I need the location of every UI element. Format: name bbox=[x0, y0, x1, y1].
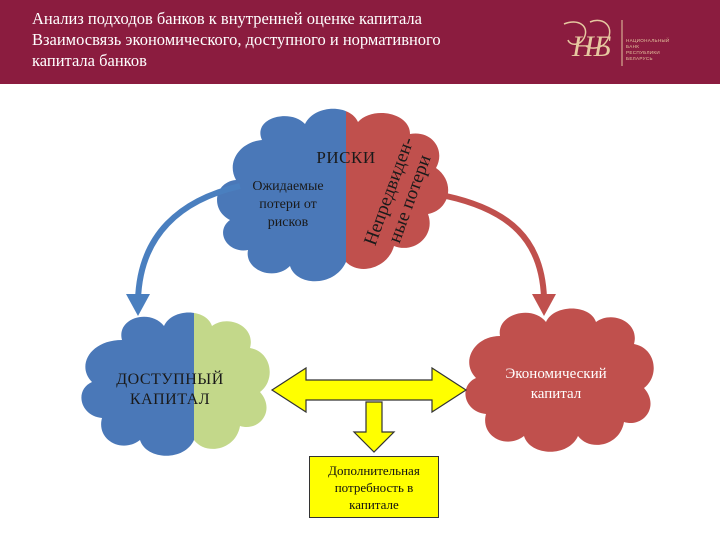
header-banner: Анализ подходов банков к внутренней оцен… bbox=[0, 0, 720, 84]
red-arrow-head bbox=[532, 294, 556, 316]
logo-caption: НАЦИОНАЛЬНЫЙ БАНК РЕСПУБЛИКИ БЕЛАРУСЬ bbox=[626, 38, 670, 61]
available-capital-label: ДОСТУПНЫЙ КАПИТАЛ bbox=[116, 371, 224, 408]
economic-capital-label: Экономический капитал bbox=[505, 366, 607, 402]
national-bank-logo: НБ bbox=[563, 19, 623, 66]
red-curved-arrow bbox=[445, 193, 547, 299]
svg-text:НБ: НБ bbox=[571, 30, 612, 63]
title-line-1: Анализ подходов банков к внутренней оцен… bbox=[32, 9, 422, 28]
risks-title: РИСКИ bbox=[316, 148, 376, 167]
yellow-down-arrow bbox=[352, 401, 396, 453]
blue-arrow-head bbox=[126, 294, 150, 316]
yellow-double-arrow bbox=[270, 366, 468, 414]
economic-capital-cloud bbox=[465, 308, 654, 452]
slide-title: Анализ подходов банков к внутренней оцен… bbox=[32, 8, 552, 71]
title-line-3: капитала банков bbox=[32, 51, 147, 70]
title-line-2: Взаимосвязь экономического, доступного и… bbox=[32, 30, 441, 49]
additional-capital-need-box: Дополнительная потребность в капитале bbox=[309, 456, 439, 518]
blue-curved-arrow bbox=[135, 183, 241, 301]
expected-losses-label: Ожидаемые потери от рисков bbox=[252, 179, 324, 230]
